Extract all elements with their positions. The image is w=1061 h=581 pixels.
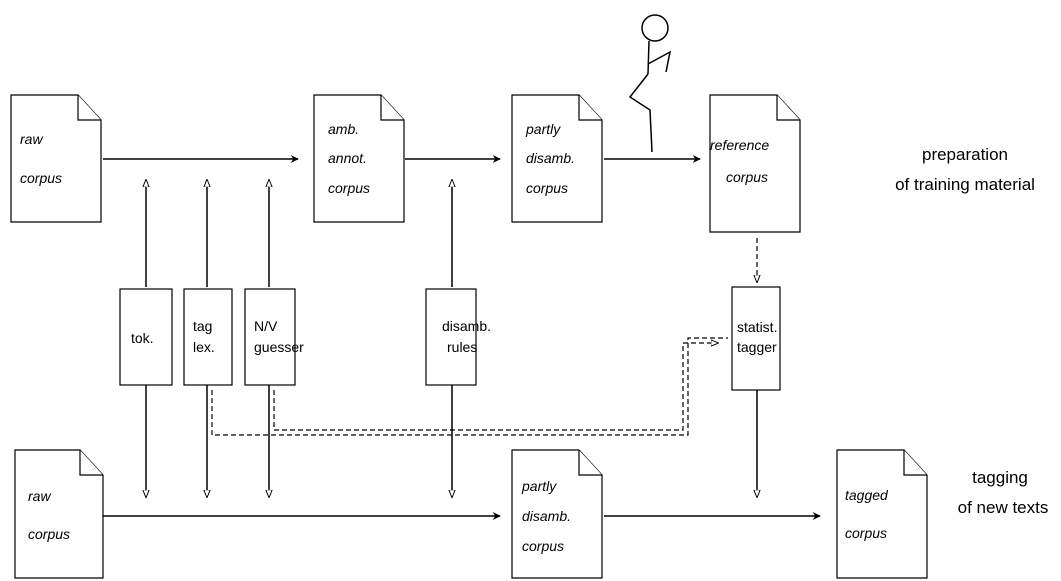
doc-text-partly-top-3: corpus xyxy=(526,180,568,196)
tool-text-rules-1: disamb. xyxy=(442,318,491,334)
tool-text-taglex-2: lex. xyxy=(193,339,215,355)
document-tagged-corpus: tagged corpus xyxy=(836,449,928,579)
doc-text-partly-top-2: disamb. xyxy=(526,150,575,166)
tool-box-tok: tok. xyxy=(119,288,173,386)
document-amb-annot-corpus: amb. annot. corpus xyxy=(313,94,405,223)
annotator-figure-icon xyxy=(628,14,672,153)
doc-text-amb-1: amb. xyxy=(328,121,359,137)
doc-text-partly-bottom-2: disamb. xyxy=(522,508,571,524)
label-preparation: preparation of training material xyxy=(895,145,1035,194)
tool-text-tok: tok. xyxy=(131,330,154,346)
doc-text-tagged-1: tagged xyxy=(845,487,889,503)
tool-box-tag-lex: tag lex. xyxy=(183,288,233,386)
tool-box-statist-tagger: statist. tagger xyxy=(731,286,781,391)
tool-text-tagger-1: statist. xyxy=(737,319,777,335)
doc-text-partly-bottom-1: partly xyxy=(521,478,557,494)
tool-text-tagger-2: tagger xyxy=(737,339,777,355)
tool-text-guesser-2: guesser xyxy=(254,339,304,355)
doc-text-amb-2: annot. xyxy=(328,150,367,166)
label-tagging: tagging of new texts xyxy=(958,468,1049,517)
dashed-lexicon-path-outer xyxy=(211,337,728,436)
doc-text-reference-1: reference xyxy=(710,137,769,153)
label-preparation-2: of training material xyxy=(895,175,1035,194)
tool-box-nv-guesser: N/V guesser xyxy=(244,288,304,386)
doc-text-raw-corpus-top-1: raw xyxy=(20,131,43,147)
document-partly-disamb-corpus-top: partly disamb. corpus xyxy=(511,94,603,223)
tool-box-disamb-rules: disamb. rules xyxy=(425,288,491,386)
dashed-lexicon-path-inner xyxy=(273,343,718,431)
label-preparation-1: preparation xyxy=(922,145,1008,164)
document-reference-corpus: reference corpus xyxy=(709,94,801,233)
doc-text-raw-corpus-top-2: corpus xyxy=(20,170,62,186)
label-tagging-1: tagging xyxy=(972,468,1028,487)
doc-text-raw-corpus-bottom-2: corpus xyxy=(28,526,70,542)
label-tagging-2: of new texts xyxy=(958,498,1049,517)
document-raw-corpus-top: raw corpus xyxy=(10,94,102,223)
doc-text-tagged-2: corpus xyxy=(845,525,887,541)
doc-text-reference-2: corpus xyxy=(726,169,768,185)
doc-text-amb-3: corpus xyxy=(328,180,370,196)
doc-text-raw-corpus-bottom-1: raw xyxy=(28,488,51,504)
document-raw-corpus-bottom: raw corpus xyxy=(14,449,104,579)
tool-text-rules-2: rules xyxy=(447,339,477,355)
document-partly-disamb-corpus-bottom: partly disamb. corpus xyxy=(511,449,603,579)
tool-text-guesser-1: N/V xyxy=(254,318,278,334)
tool-text-taglex-1: tag xyxy=(193,318,212,334)
doc-text-partly-bottom-3: corpus xyxy=(522,538,564,554)
doc-text-partly-top-1: partly xyxy=(525,121,561,137)
